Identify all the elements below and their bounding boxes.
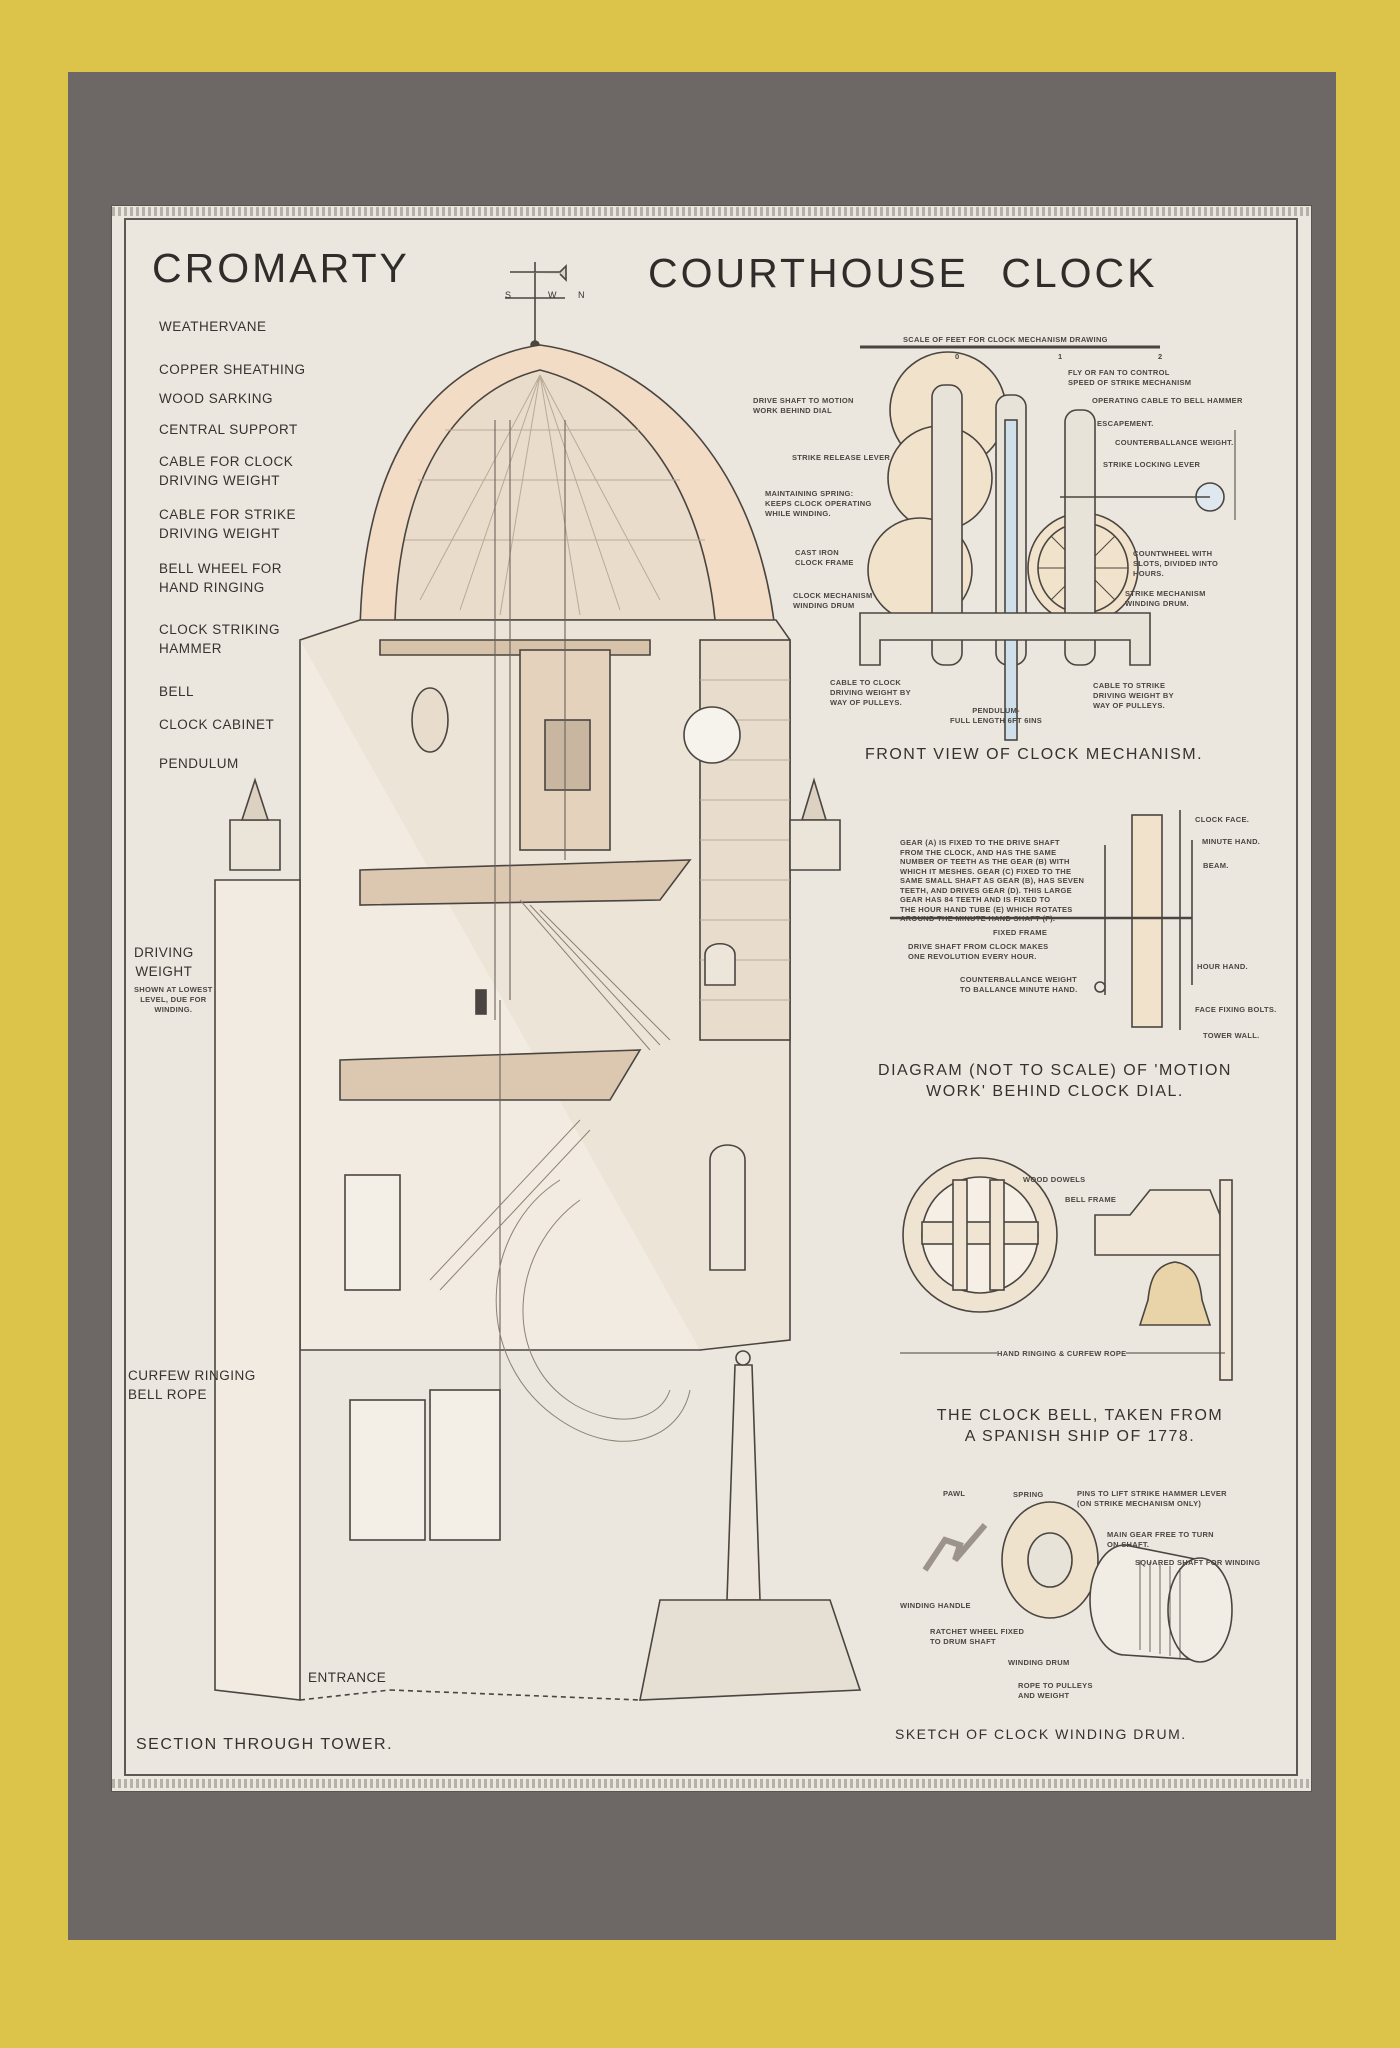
label-maintaining-spring: MAINTAINING SPRING: KEEPS CLOCK OPERATIN…: [765, 489, 872, 518]
label-bell-wheel: BELL WHEEL FOR HAND RINGING: [159, 561, 283, 595]
label-beam: BEAM.: [1203, 861, 1229, 870]
scale-tick-2: 2: [1158, 352, 1163, 361]
label-pendulum-length: PENDULUM- FULL LENGTH 6FT 6INS: [950, 706, 1043, 725]
label-fly-fan: FLY OR FAN TO CONTROL SPEED OF STRIKE ME…: [1068, 368, 1192, 387]
label-strike-release: STRIKE RELEASE LEVER: [792, 453, 891, 462]
label-drive-shaft-revolution: DRIVE SHAFT FROM CLOCK MAKES ONE REVOLUT…: [908, 942, 1049, 961]
title-cromarty: CROMARTY: [152, 245, 410, 291]
weathervane-icon: [505, 262, 567, 350]
label-winding-handle: WINDING HANDLE: [900, 1601, 971, 1610]
bottom-border-inscription: [112, 1779, 1309, 1788]
label-clock-face: CLOCK FACE.: [1195, 815, 1250, 824]
tower-section-drawing: [214, 344, 862, 1701]
drawing-frame: [124, 218, 1298, 1776]
label-driving-weight: DRIVING WEIGHT: [134, 945, 194, 979]
label-winding-drum: WINDING DRUM: [1008, 1658, 1070, 1667]
label-pins: PINS TO LIFT STRIKE HAMMER LEVER (ON STR…: [1077, 1489, 1227, 1508]
title-courthouse-clock: COURTHOUSE CLOCK: [648, 250, 1158, 296]
label-copper-sheathing: COPPER SHEATHING: [159, 362, 306, 377]
motion-work-drawing: [890, 810, 1193, 1030]
label-counterbalance: COUNTERBALLANCE WEIGHT.: [1115, 438, 1234, 447]
weathervane-s: S: [505, 290, 512, 300]
label-curfew-rope-bell: HAND RINGING & CURFEW ROPE: [997, 1349, 1127, 1359]
scale-tick-1: 1: [1058, 352, 1063, 361]
label-cable-clock-pulleys: CABLE TO CLOCK DRIVING WEIGHT BY WAY OF …: [830, 678, 911, 707]
label-drive-shaft: DRIVE SHAFT TO MOTION WORK BEHIND DIAL: [753, 396, 854, 415]
label-clock-cabinet: CLOCK CABINET: [159, 717, 275, 732]
label-pawl: PAWL: [943, 1489, 966, 1498]
winding-drum-drawing: [922, 1501, 1233, 1663]
label-curfew-rope: CURFEW RINGING BELL ROPE: [128, 1368, 256, 1402]
motion-work-description: GEAR (A) IS FIXED TO THE DRIVE SHAFT FRO…: [900, 838, 1085, 923]
label-weathervane: WEATHERVANE: [159, 319, 267, 334]
label-minute-hand: MINUTE HAND.: [1202, 837, 1261, 846]
label-wood-dowels: WOOD DOWELS: [1023, 1175, 1086, 1184]
label-wood-sarking: WOOD SARKING: [159, 391, 274, 406]
caption-bell: THE CLOCK BELL, TAKEN FROM A SPANISH SHI…: [936, 1407, 1224, 1445]
bell-drawing: [900, 1157, 1233, 1381]
caption-drum: SKETCH OF CLOCK WINDING DRUM.: [895, 1726, 1187, 1742]
label-striking-hammer: CLOCK STRIKING HAMMER: [159, 622, 281, 656]
label-entrance: ENTRANCE: [308, 1670, 387, 1685]
label-strike-winding-drum: STRIKE MECHANISM WINDING DRUM.: [1125, 589, 1206, 608]
label-driving-weight-note: SHOWN AT LOWEST LEVEL, DUE FOR WINDING.: [134, 985, 213, 1014]
label-escapement: ESCAPEMENT.: [1097, 419, 1154, 428]
label-tower-wall: TOWER WALL.: [1203, 1031, 1260, 1040]
label-operating-cable: OPERATING CABLE TO BELL HAMMER: [1092, 396, 1243, 405]
caption-motion-work: DIAGRAM (NOT TO SCALE) OF 'MOTION WORK' …: [878, 1062, 1232, 1100]
label-pendulum: PENDULUM: [159, 756, 239, 771]
top-border-inscription: [112, 207, 1309, 216]
weathervane-w: W: [548, 290, 557, 300]
label-counterbalance-minute: COUNTERBALLANCE WEIGHT TO BALLANCE MINUT…: [960, 975, 1078, 994]
weathervane-n: N: [578, 290, 585, 300]
label-countwheel: COUNTWHEEL WITH SLOTS, DIVIDED INTO HOUR…: [1133, 549, 1219, 578]
label-strike-locking: STRIKE LOCKING LEVER: [1103, 460, 1201, 469]
label-scale: SCALE OF FEET FOR CLOCK MECHANISM DRAWIN…: [903, 335, 1108, 344]
caption-section: SECTION THROUGH TOWER.: [136, 1736, 394, 1753]
scale-tick-0: 0: [955, 352, 960, 361]
caption-mechanism: FRONT VIEW OF CLOCK MECHANISM.: [865, 746, 1204, 763]
label-cast-iron-frame: CAST IRON CLOCK FRAME: [795, 548, 854, 567]
label-spring: SPRING: [1013, 1490, 1044, 1499]
label-cable-clock-weight: CABLE FOR CLOCK DRIVING WEIGHT: [159, 454, 294, 488]
label-ratchet-wheel: RATCHET WHEEL FIXED TO DRUM SHAFT: [930, 1627, 1025, 1646]
label-cable-strike-weight: CABLE FOR STRIKE DRIVING WEIGHT: [159, 507, 297, 541]
label-face-fixing-bolts: FACE FIXING BOLTS.: [1195, 1005, 1277, 1014]
label-rope-pulleys: ROPE TO PULLEYS AND WEIGHT: [1018, 1681, 1093, 1700]
label-bell: BELL: [159, 684, 195, 699]
label-cable-strike-pulleys: CABLE TO STRIKE DRIVING WEIGHT BY WAY OF…: [1093, 681, 1174, 710]
label-central-support: CENTRAL SUPPORT: [159, 422, 298, 437]
clock-mechanism-drawing: [859, 345, 1236, 741]
label-bell-frame: BELL FRAME: [1065, 1195, 1117, 1204]
label-squared-shaft: SQUARED SHAFT FOR WINDING: [1135, 1558, 1261, 1567]
label-main-gear: MAIN GEAR FREE TO TURN ON SHAFT.: [1107, 1530, 1214, 1549]
label-hour-hand: HOUR HAND.: [1197, 962, 1248, 971]
label-clock-winding-drum: CLOCK MECHANISM WINDING DRUM: [793, 591, 873, 610]
label-fixed-frame: FIXED FRAME: [993, 928, 1048, 937]
